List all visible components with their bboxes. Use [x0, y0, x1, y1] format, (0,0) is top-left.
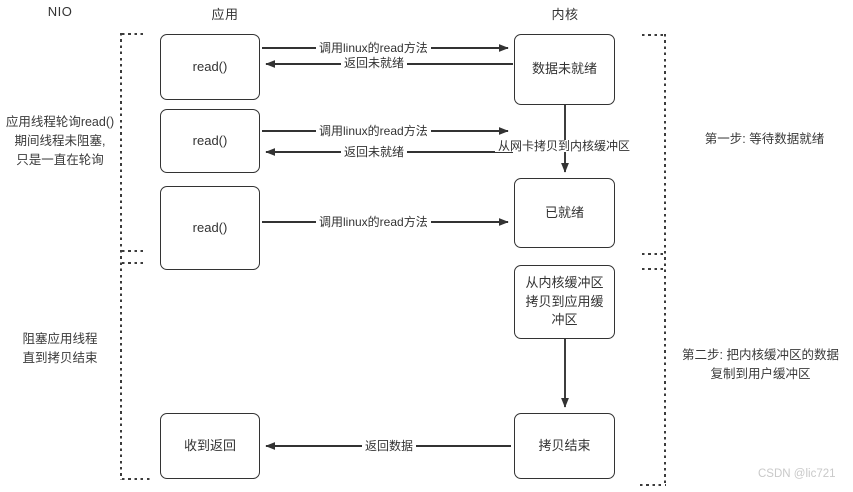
edge-label-return-not-ready-2: 返回未就绪 — [341, 146, 408, 158]
edge-label-nic-copy-to-kernel-buffer: 从网卡拷贝到内核缓冲区 — [495, 140, 634, 152]
column-title-kernel: 内核 — [551, 7, 579, 22]
edge-label-call-2: 调用linux的read方法 — [316, 125, 431, 137]
note-step-two-copy-to-user-buffer: 第二步: 把内核缓冲区的数据 复制到用户缓冲区 — [682, 348, 839, 381]
swimlane-divider-left-tick-top — [122, 33, 144, 36]
swimlane-divider-left-tick-mid-b — [122, 262, 144, 265]
node-copy-kernel-to-app[interactable]: 从内核缓冲区 拷贝到应用缓 冲区 — [514, 265, 615, 339]
swimlane-divider-right — [664, 34, 667, 486]
swimlane-divider-right-tick-top — [642, 34, 666, 37]
note-polling-non-blocking: 应用线程轮询read() 期间线程未阻塞, 只是一直在轮询 — [5, 115, 115, 167]
swimlane-divider-right-tick-bottom — [640, 484, 666, 487]
swimlane-divider-left-tick-mid-a — [122, 250, 144, 253]
node-data-ready[interactable]: 已就绪 — [514, 178, 615, 248]
column-title-nio: NIO — [47, 4, 73, 19]
node-read-2[interactable]: read() — [160, 109, 260, 173]
swimlane-divider-right-tick-mid-a — [642, 253, 666, 256]
edge-label-return-not-ready-1: 返回未就绪 — [341, 57, 408, 69]
watermark: CSDN @lic721 — [758, 468, 836, 480]
node-read-1[interactable]: read() — [160, 34, 260, 100]
node-data-not-ready[interactable]: 数据未就绪 — [514, 34, 615, 105]
node-read-3[interactable]: read() — [160, 186, 260, 270]
edge-label-call-3: 调用linux的read方法 — [316, 216, 431, 228]
node-copy-done[interactable]: 拷贝结束 — [514, 413, 615, 479]
edge-label-call-1: 调用linux的read方法 — [316, 42, 431, 54]
note-block-until-copy-done: 阻塞应用线程 直到拷贝结束 — [22, 332, 98, 365]
swimlane-divider-left — [120, 33, 123, 480]
node-received-return[interactable]: 收到返回 — [160, 413, 260, 479]
column-title-app: 应用 — [211, 7, 239, 22]
note-step-one-wait-data-ready: 第一步: 等待数据就绪 — [704, 132, 825, 146]
swimlane-divider-left-tick-bottom — [122, 478, 152, 481]
swimlane-divider-right-tick-mid-b — [642, 268, 666, 271]
edge-label-return-data: 返回数据 — [362, 440, 417, 452]
